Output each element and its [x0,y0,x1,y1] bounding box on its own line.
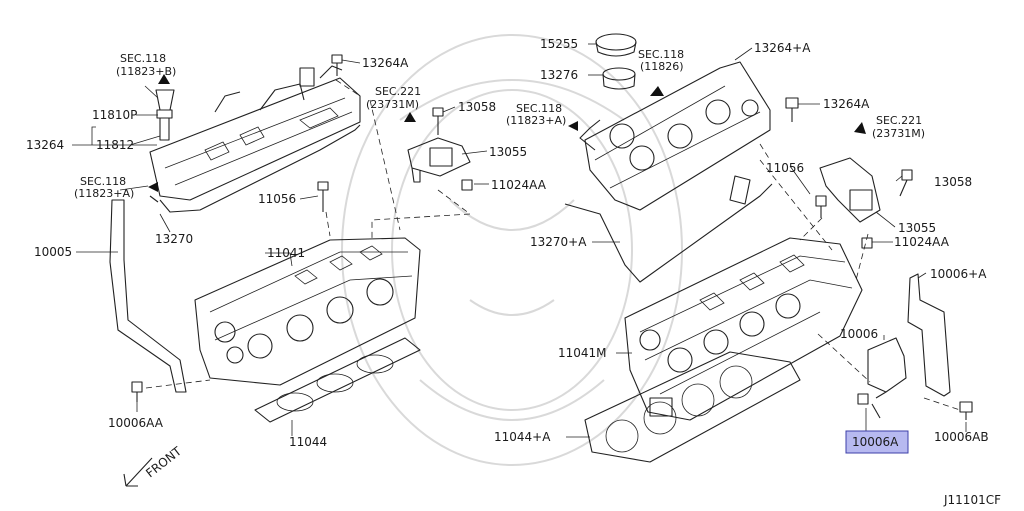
cylinder-head-right[interactable] [624,237,863,421]
arrow-up-icon [404,112,416,122]
sec-ref-label: (23731M) [872,127,925,140]
bolt-11056-right[interactable] [815,195,827,218]
diagram-id: J11101CF [943,493,1001,507]
bolt-13058-right[interactable] [899,169,913,197]
part-label: 10005 [34,245,72,259]
svg-text:SEC.118(11826): SEC.118(11826) [638,48,684,73]
part-label: 10006A [852,435,899,449]
svg-text:SEC.118(11823+B): SEC.118(11823+B) [116,52,176,78]
sec-ref-label: SEC.118 [638,48,684,61]
bracket-10006[interactable] [867,337,907,399]
bolt-10006A[interactable] [857,393,881,419]
part-label: 13055 [898,221,936,235]
head-gasket-left[interactable] [254,337,421,423]
sec-ref-label: SEC.221 [876,114,922,127]
rocker-gasket-right[interactable] [564,175,773,283]
bolt-13264A-right[interactable] [785,97,799,122]
part-label: 11041M [558,346,607,360]
rocker-cover-right[interactable] [579,61,771,211]
rocker-gasket-left[interactable] [149,124,361,213]
part-label: 13270+A [530,235,587,249]
part-label: 13058 [934,175,972,189]
seal-11024AA-right[interactable] [861,237,873,249]
sec-ref-label: (11823+B) [116,65,176,78]
part-label: 11024AA [491,178,547,192]
sec-ref-label: SEC.118 [120,52,166,65]
bracket-10005[interactable] [109,199,187,393]
highlight-box-10006A [845,430,909,454]
rocker-cover-left[interactable] [149,65,361,201]
part-label: 13264A [362,56,409,70]
part-label: 13276 [540,68,578,82]
part-label: 11810P [92,108,137,122]
part-label: 11056 [258,192,296,206]
watermark-emblem [341,34,683,466]
sec-ref-label: (11823+A) [506,114,566,127]
front-direction-indicator: FRONT [123,444,185,487]
svg-text:SEC.118(11823+A): SEC.118(11823+A) [506,102,566,127]
part-label: 13264A [823,97,870,111]
bracket-10006pA[interactable] [907,273,951,397]
bolt-10006AA[interactable] [131,381,143,402]
head-gasket-right[interactable] [584,351,801,463]
labels: SEC.118(11823+B) 11810P 13264 11812 SEC.… [26,37,1001,507]
part-label: 11024AA [894,235,950,249]
svg-text:SEC.221(23731M): SEC.221(23731M) [872,114,925,140]
cylinder-head-left[interactable] [194,237,421,386]
guide-line [145,79,472,389]
part-label: 13270 [155,232,193,246]
part-label: 10006AB [934,430,989,444]
part-label: 10006+A [930,267,987,281]
part-label: 11812 [96,138,134,152]
bolt-10006AB[interactable] [959,401,973,420]
sensor-11812[interactable] [155,89,175,141]
solenoid-13055-right[interactable] [819,157,881,223]
part-label: 13055 [489,145,527,159]
sec-ref-label: SEC.118 [516,102,562,115]
part-label: 13264 [26,138,64,152]
part-label: 10006 [840,327,878,341]
arrow-up-icon [158,74,170,84]
bolt-13264A-left[interactable] [331,54,343,76]
leader-lines [72,43,967,438]
svg-text:SEC.221(23731M): SEC.221(23731M) [366,85,421,111]
part-label: 10006AA [108,416,164,430]
solenoid-13055-left[interactable] [407,137,471,183]
sec-ref-label: (11823+A) [74,187,134,200]
arrow-up-icon [854,122,866,134]
part-label: 11044 [289,435,327,449]
part-label: 15255 [540,37,578,51]
seal-13276[interactable] [602,67,636,90]
oil-filler-cap[interactable] [595,33,637,57]
part-label: 13058 [458,100,496,114]
bolt-11056-left[interactable] [317,181,329,212]
arrow-up-icon [650,86,664,96]
part-label: 11056 [766,161,804,175]
part-label: 11041 [267,246,305,260]
part-label: 13264+A [754,41,811,55]
sec-ref-label: SEC.221 [375,85,421,98]
front-label: FRONT [143,444,184,481]
sec-ref-label: SEC.118 [80,175,126,188]
arrow-left-icon [568,121,578,131]
sec-ref-label: (23731M) [366,98,419,111]
arrow-left-icon [148,182,158,192]
sec-ref-label: (11826) [640,60,684,73]
guide-line [759,143,961,411]
svg-text:SEC.118(11823+A): SEC.118(11823+A) [74,175,134,200]
part-label: 11044+A [494,430,551,444]
seal-11024AA-left[interactable] [461,179,473,191]
